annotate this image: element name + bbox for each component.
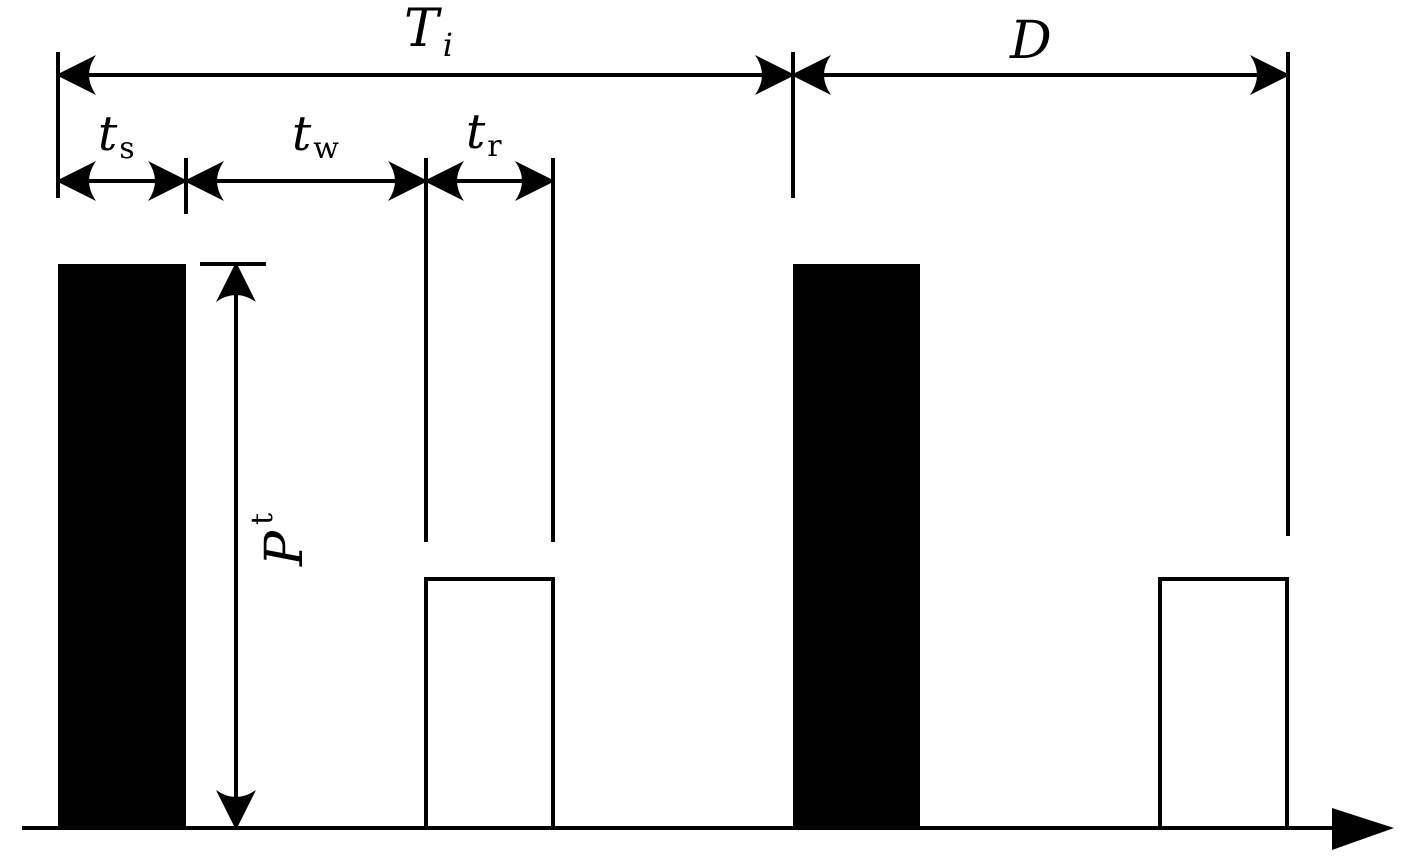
label-D: D — [1009, 11, 1052, 71]
label-tr: tr — [466, 104, 502, 164]
dimension-arrows — [56, 55, 1290, 830]
time-axis-arrowhead — [1332, 808, 1394, 850]
transmit-pulse-1 — [58, 264, 186, 828]
receive-pulse-1 — [424, 577, 555, 830]
extension-lines — [56, 52, 1290, 542]
receive-pulse-2 — [1158, 577, 1289, 830]
transmit-pulse-2 — [793, 264, 920, 828]
label-Pt: Pt — [245, 513, 315, 567]
label-Pt-group: Pt — [245, 513, 315, 567]
label-tw: tw — [292, 106, 339, 166]
label-ts: ts — [98, 106, 135, 166]
